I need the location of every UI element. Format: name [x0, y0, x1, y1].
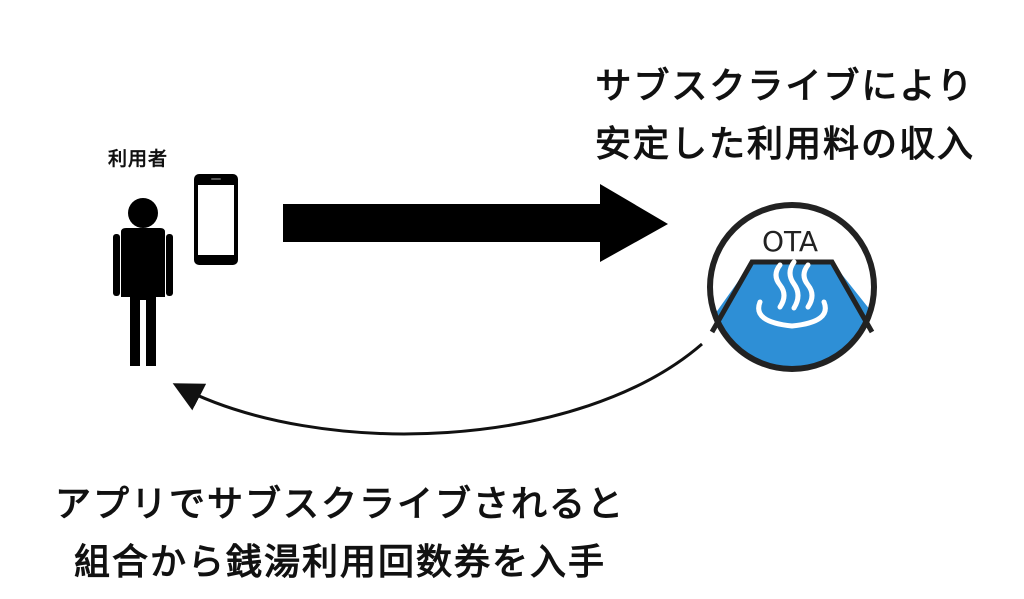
headline-line-1: サブスクライブにより	[595, 66, 975, 107]
headline-line-2: 安定した利用料の収入	[594, 124, 975, 165]
subscribe-arrow	[283, 184, 668, 262]
smartphone-icon	[194, 174, 238, 265]
caption: アプリでサブスクライブされると 組合から銭湯利用回数券を入手	[0, 476, 680, 592]
steam-icon	[756, 259, 828, 329]
logo-text: OTA	[762, 225, 818, 258]
return-arrow	[172, 342, 703, 436]
headline: サブスクライブにより 安定した利用料の収入	[560, 58, 1010, 174]
caption-line-1: アプリでサブスクライブされると	[54, 484, 625, 525]
caption-line-2: 組合から銭湯利用回数券を入手	[73, 542, 606, 583]
person-icon	[113, 198, 173, 366]
ota-onsen-logo: OTA	[707, 202, 877, 372]
user-label: 利用者	[108, 148, 169, 170]
